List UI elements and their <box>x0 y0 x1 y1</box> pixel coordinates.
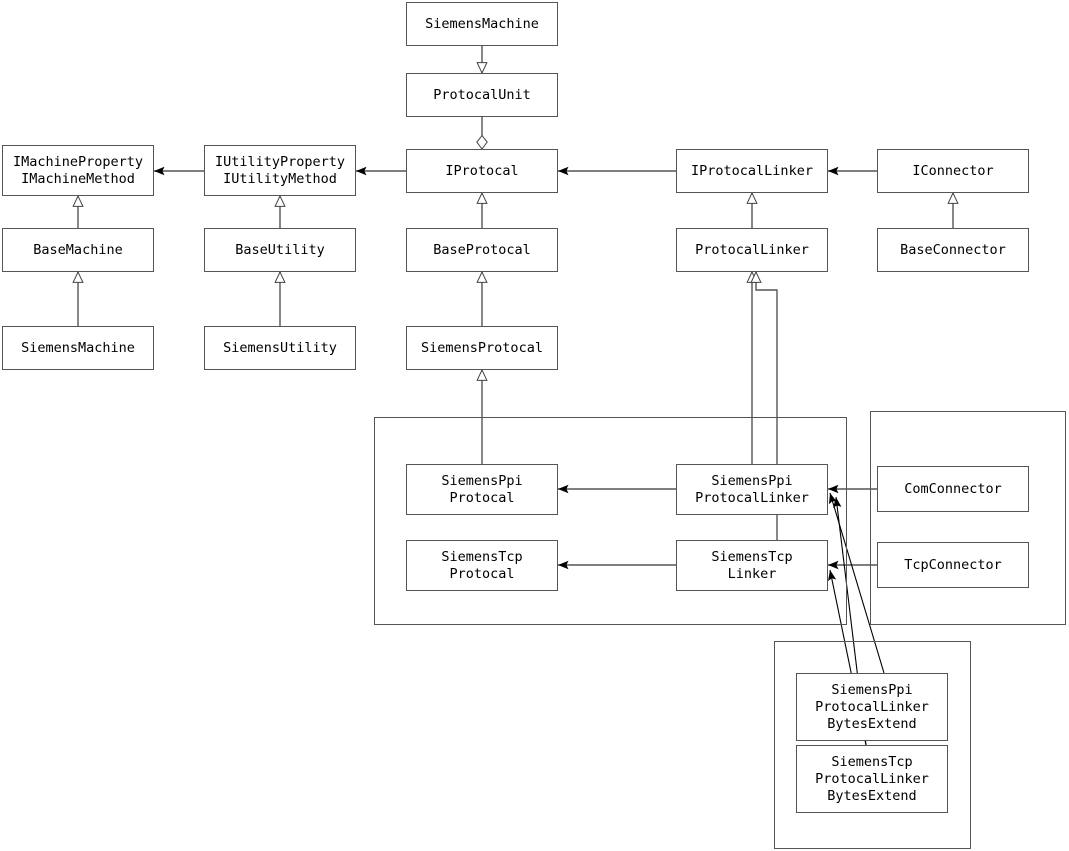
class-name-label: SiemensTcp Linker <box>711 548 793 582</box>
class-box-siemens-ppi-protocal-linker[interactable]: SiemensPpi ProtocalLinker <box>676 464 828 515</box>
group-connector-impl <box>870 411 1066 625</box>
class-box-siemens-machine-top[interactable]: SiemensMachine <box>406 2 558 46</box>
class-box-base-protocal[interactable]: BaseProtocal <box>406 228 558 272</box>
class-name-label: SiemensPpi ProtocalLinker <box>695 472 809 506</box>
class-name-label: TcpConnector <box>904 556 1002 573</box>
class-box-siemens-tcp-linker[interactable]: SiemensTcp Linker <box>676 540 828 591</box>
class-name-label: SiemensTcp ProtocalLinker BytesExtend <box>815 753 929 804</box>
class-box-siemens-ppi-protocal-linker-bytes-extend[interactable]: SiemensPpi ProtocalLinker BytesExtend <box>796 673 948 741</box>
class-box-com-connector[interactable]: ComConnector <box>877 466 1029 512</box>
class-box-protocal-linker[interactable]: ProtocalLinker <box>676 228 828 272</box>
class-box-siemens-ppi-protocal[interactable]: SiemensPpi Protocal <box>406 464 558 515</box>
class-box-iutility-property-method[interactable]: IUtilityProperty IUtilityMethod <box>204 145 356 196</box>
class-name-label: ComConnector <box>904 480 1002 497</box>
class-name-label: IUtilityProperty IUtilityMethod <box>214 153 346 187</box>
class-name-label: BaseUtility <box>235 241 325 258</box>
class-name-label: SiemensMachine <box>425 15 539 32</box>
class-name-label: SiemensMachine <box>21 339 135 356</box>
class-name-label: BaseMachine <box>33 241 123 258</box>
class-name-label: BaseProtocal <box>433 241 531 258</box>
class-name-label: ProtocalLinker <box>695 241 809 258</box>
class-box-iprotocal[interactable]: IProtocal <box>406 149 558 193</box>
class-name-label: SiemensTcp Protocal <box>441 548 523 582</box>
class-box-siemens-utility[interactable]: SiemensUtility <box>204 326 356 370</box>
class-name-label: SiemensProtocal <box>421 339 543 356</box>
class-name-label: SiemensPpi ProtocalLinker BytesExtend <box>815 681 929 732</box>
class-box-siemens-tcp-protocal-linker-bytes-extend[interactable]: SiemensTcp ProtocalLinker BytesExtend <box>796 745 948 813</box>
class-name-label: SiemensPpi Protocal <box>441 472 523 506</box>
class-box-imachine-property-method[interactable]: IMachineProperty IMachineMethod <box>2 145 154 196</box>
class-box-siemens-protocal[interactable]: SiemensProtocal <box>406 326 558 370</box>
group-protocol-impl <box>374 417 847 625</box>
class-box-base-utility[interactable]: BaseUtility <box>204 228 356 272</box>
class-name-label: IMachineProperty IMachineMethod <box>12 153 144 187</box>
class-box-protocal-unit[interactable]: ProtocalUnit <box>406 73 558 117</box>
class-name-label: IConnector <box>912 162 994 179</box>
class-box-siemens-tcp-protocal[interactable]: SiemensTcp Protocal <box>406 540 558 591</box>
class-box-tcp-connector[interactable]: TcpConnector <box>877 542 1029 588</box>
class-box-base-connector[interactable]: BaseConnector <box>877 228 1029 272</box>
class-box-iconnector[interactable]: IConnector <box>877 149 1029 193</box>
class-name-label: SiemensUtility <box>223 339 337 356</box>
class-name-label: IProtocal <box>445 162 519 179</box>
class-box-base-machine[interactable]: BaseMachine <box>2 228 154 272</box>
class-name-label: IProtocalLinker <box>691 162 813 179</box>
class-name-label: ProtocalUnit <box>433 86 531 103</box>
class-name-label: BaseConnector <box>900 241 1006 258</box>
class-box-siemens-machine[interactable]: SiemensMachine <box>2 326 154 370</box>
class-box-iprotocal-linker[interactable]: IProtocalLinker <box>676 149 828 193</box>
